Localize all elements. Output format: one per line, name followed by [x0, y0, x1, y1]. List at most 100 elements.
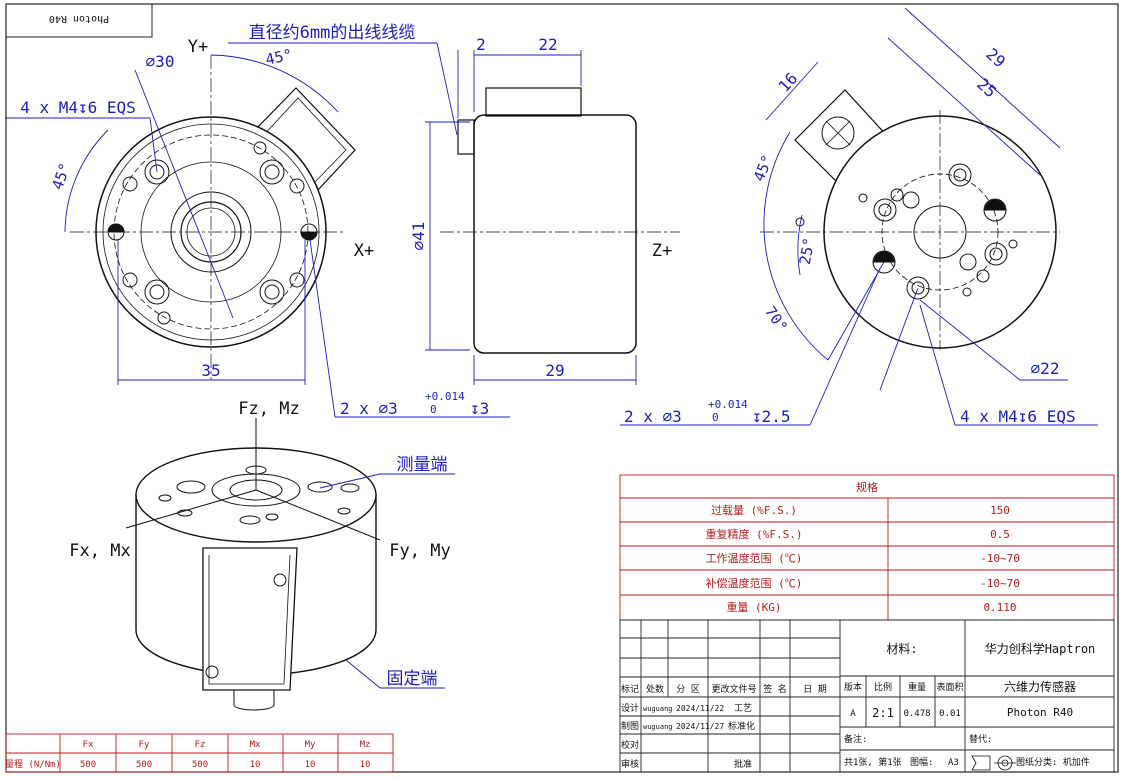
dim-16-label: 16 [774, 69, 801, 96]
version-value: A [850, 709, 856, 719]
pin-note-back: 2 x ∅3 [624, 407, 682, 426]
design-role: 工艺 [734, 703, 752, 714]
design-date: 2024/11/22 [676, 704, 724, 713]
spec-row-label: 重量 (KG) [726, 600, 781, 614]
range-header-fy: Fy [139, 740, 150, 750]
pin-depth-back: ↧2.5 [752, 407, 791, 426]
review-label: 审核 [621, 758, 639, 770]
range-header-fx: Fx [83, 740, 94, 750]
spec-row-label: 过载量 (%F.S.) [711, 504, 797, 517]
fy-my-label: Fy, My [389, 541, 450, 561]
model-name: Photon R40 [1007, 706, 1073, 719]
draw-name: wuguang [643, 723, 673, 731]
angle-45-back: 45° [750, 152, 777, 184]
side-view-dimensions [425, 50, 637, 385]
measure-end-label: 测量端 [397, 455, 448, 475]
paper-label: 图幅: [910, 756, 933, 768]
z-axis-label: Z+ [652, 241, 672, 261]
range-value-mx: 10 [250, 760, 261, 770]
dim-2-label: 2 [476, 35, 486, 54]
area-label: 表面积 [936, 681, 963, 693]
fixed-end-label: 固定端 [387, 669, 438, 689]
range-table [5, 733, 394, 773]
draw-label: 制图 [621, 720, 639, 732]
replace-label: 替代: [969, 733, 992, 745]
range-header-mx: Mx [250, 740, 261, 750]
range-value-fz: 500 [192, 760, 208, 770]
weight-label: 重量 [908, 681, 926, 693]
spec-row-label: 重复精度 (%F.S.) [706, 527, 803, 541]
range-value-my: 10 [305, 760, 316, 770]
side-view [440, 87, 680, 354]
check-label: 校对 [621, 739, 639, 751]
spec-row-value: 150 [990, 504, 1010, 517]
sheet-info: 共1张, 第1张 [844, 756, 902, 768]
spec-row-label: 工作温度范围 (℃) [706, 551, 803, 565]
thread-note-back: 4 x M4↧6 EQS [960, 407, 1076, 426]
dim-22-label: 22 [538, 35, 557, 54]
range-row-label: 量程 (N/Nm) [5, 759, 61, 770]
title-block [619, 619, 1115, 773]
dim-29-back: 29 [982, 44, 1009, 71]
hdr-change-doc: 更改文件号 [711, 683, 756, 695]
dim-29-side: 29 [545, 361, 564, 380]
angle-45-left: 45° [48, 160, 74, 192]
range-value-mz: 10 [360, 760, 371, 770]
weight-value: 0.478 [903, 709, 930, 719]
front-view [70, 55, 356, 380]
paper-value: A3 [948, 758, 959, 768]
spec-row-value: 0.5 [990, 528, 1010, 541]
dia-30-label: ∅30 [146, 52, 175, 71]
draw-role: 标准化 [728, 720, 755, 732]
material-label: 材料: [886, 642, 917, 656]
back-view [760, 89, 1060, 350]
dia-41-label: ∅41 [409, 222, 428, 251]
thread-note-front: 4 x M4↧6 EQS [20, 98, 136, 117]
frame-label-box [5, 3, 153, 38]
drawing-frame [5, 3, 1119, 773]
product-name: 六维力传感器 [1004, 679, 1076, 694]
iso-view-leaders [319, 473, 455, 689]
angle-25-back: 25° [796, 236, 818, 266]
fz-mz-label: Fz, Mz [238, 399, 299, 419]
scale-value: 2:1 [872, 706, 894, 720]
back-view-dimensions [620, 7, 1098, 426]
pin-note-front: 2 x ∅3 [340, 399, 398, 418]
category-label: 图纸分类: 机加件 [1016, 756, 1090, 768]
range-header-mz: Mz [360, 740, 371, 750]
hdr-zone: 分 区 [676, 684, 699, 695]
range-header-fz: Fz [195, 740, 206, 750]
angle-45-top: 45° [264, 45, 294, 68]
hdr-sign: 签 名 [763, 683, 786, 695]
design-name: wuguang [643, 705, 673, 713]
range-value-fx: 500 [80, 760, 96, 770]
frame-label: Photon R40 [49, 13, 109, 24]
x-axis-label: X+ [354, 241, 374, 261]
pin-depth-front: ↧3 [470, 399, 489, 418]
pin-tol-up-back: +0.014 [708, 398, 748, 411]
spec-row-value: -10~70 [980, 577, 1020, 590]
pin-tol-low-back: 0 [712, 411, 719, 424]
approve-label: 批准 [734, 758, 752, 770]
cable-note: 直径约6mm的出线线缆 [249, 23, 416, 43]
fx-mx-label: Fx, Mx [69, 541, 130, 561]
hdr-mark: 标记 [621, 683, 639, 695]
scale-label: 比例 [874, 681, 892, 693]
spec-row-label: 补偿温度范围 (℃) [706, 576, 803, 590]
design-label: 设计 [621, 702, 639, 714]
pin-tol-low-front: 0 [430, 403, 437, 416]
projection-symbol-icon [971, 755, 1016, 771]
y-axis-label: Y+ [188, 37, 208, 57]
spec-table [619, 474, 1115, 621]
range-value-fy: 500 [136, 760, 152, 770]
draw-date: 2024/11/27 [676, 722, 724, 731]
width-35-label: 35 [201, 361, 220, 380]
dim-25-back: 25 [973, 74, 1000, 101]
dia-22-label: ∅22 [1031, 359, 1060, 378]
spec-row-value: 0.110 [983, 601, 1016, 614]
angle-70-back: 70° [761, 303, 791, 336]
pin-tol-up-front: +0.014 [425, 390, 465, 403]
hdr-date: 日 期 [803, 684, 826, 695]
